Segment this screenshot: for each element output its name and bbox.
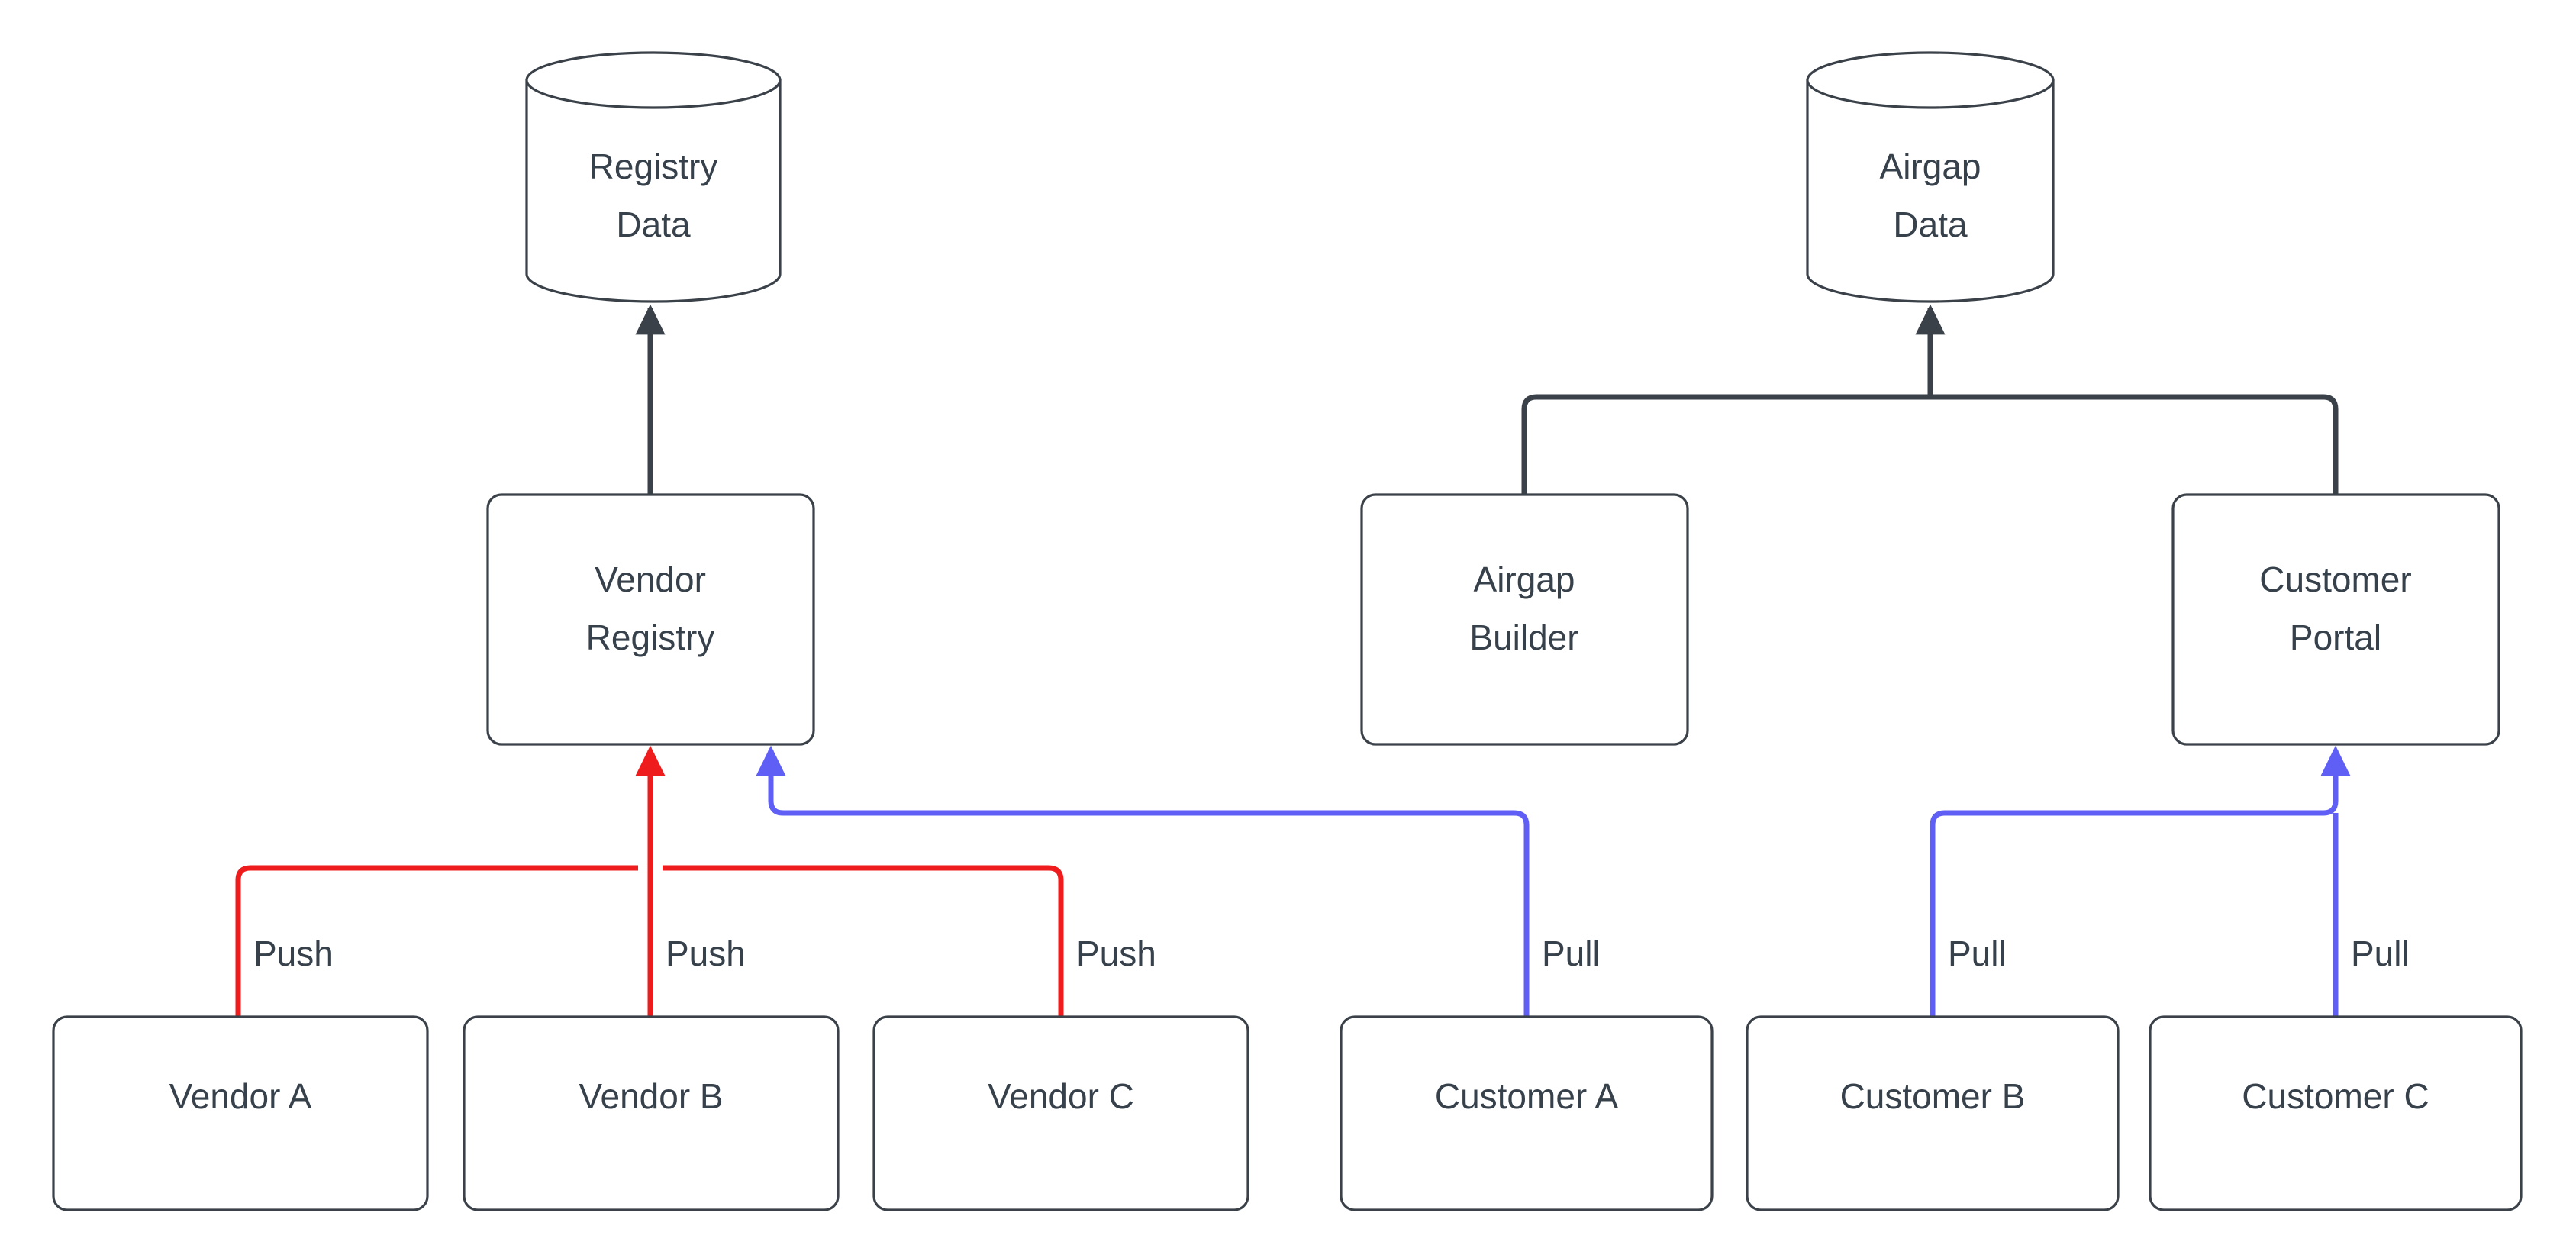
edge-airgap-builder-to-airgap-data	[1521, 394, 1930, 495]
edge-customer-b-pull	[1930, 745, 2351, 1017]
vendor-c-label: Vendor C	[988, 1076, 1134, 1116]
node-airgap-builder[interactable]: Airgap Builder	[1360, 493, 1689, 746]
airgap-builder-label-line1: Airgap	[1474, 560, 1575, 599]
vendor-b-label: Vendor B	[579, 1076, 723, 1116]
airgap-data-label-line1: Airgap	[1880, 147, 1981, 186]
registry-data-label-line2: Data	[616, 205, 691, 244]
node-customer-c[interactable]: Customer C	[2149, 1015, 2523, 1211]
edge-customer-a-pull	[756, 745, 1530, 1017]
customer-portal-label-line1: Customer	[2259, 560, 2411, 599]
customer-a-label: Customer A	[1435, 1076, 1619, 1116]
edge-label-pull-customer-c: Pull	[2351, 934, 2410, 973]
edge-label-pull-customer-a: Pull	[1542, 934, 1601, 973]
node-airgap-data[interactable]: Airgap Data	[1806, 51, 2055, 303]
registry-data-label-line1: Registry	[589, 147, 718, 186]
customer-c-label: Customer C	[2242, 1076, 2429, 1116]
node-vendor-registry[interactable]: Vendor Registry	[486, 493, 815, 746]
edge-label-push-vendor-a: Push	[253, 934, 334, 973]
node-registry-data[interactable]: Registry Data	[525, 51, 782, 303]
vendor-registry-label-line2: Registry	[586, 618, 715, 657]
edge-label-pull-customer-b: Pull	[1948, 934, 2007, 973]
customer-b-label: Customer B	[1840, 1076, 2026, 1116]
airgap-builder-label-line2: Builder	[1469, 618, 1578, 657]
vendor-registry-label-line1: Vendor	[595, 560, 706, 599]
vendor-a-label: Vendor A	[169, 1076, 312, 1116]
node-customer-portal[interactable]: Customer Portal	[2171, 493, 2500, 746]
airgap-data-label-line2: Data	[1893, 205, 1968, 244]
node-vendor-b[interactable]: Vendor B	[463, 1015, 840, 1211]
edge-vendor-a-push	[235, 865, 638, 1017]
node-vendor-a[interactable]: Vendor A	[52, 1015, 429, 1211]
node-customer-b[interactable]: Customer B	[1746, 1015, 2120, 1211]
node-vendor-c[interactable]: Vendor C	[872, 1015, 1249, 1211]
edge-vendor-c-push	[663, 865, 1064, 1017]
edge-label-push-vendor-c: Push	[1076, 934, 1156, 973]
edge-label-push-vendor-b: Push	[666, 934, 746, 973]
edge-customer-portal-to-airgap-data	[1930, 394, 2339, 495]
customer-portal-label-line2: Portal	[2290, 618, 2381, 657]
node-customer-a[interactable]: Customer A	[1340, 1015, 1714, 1211]
